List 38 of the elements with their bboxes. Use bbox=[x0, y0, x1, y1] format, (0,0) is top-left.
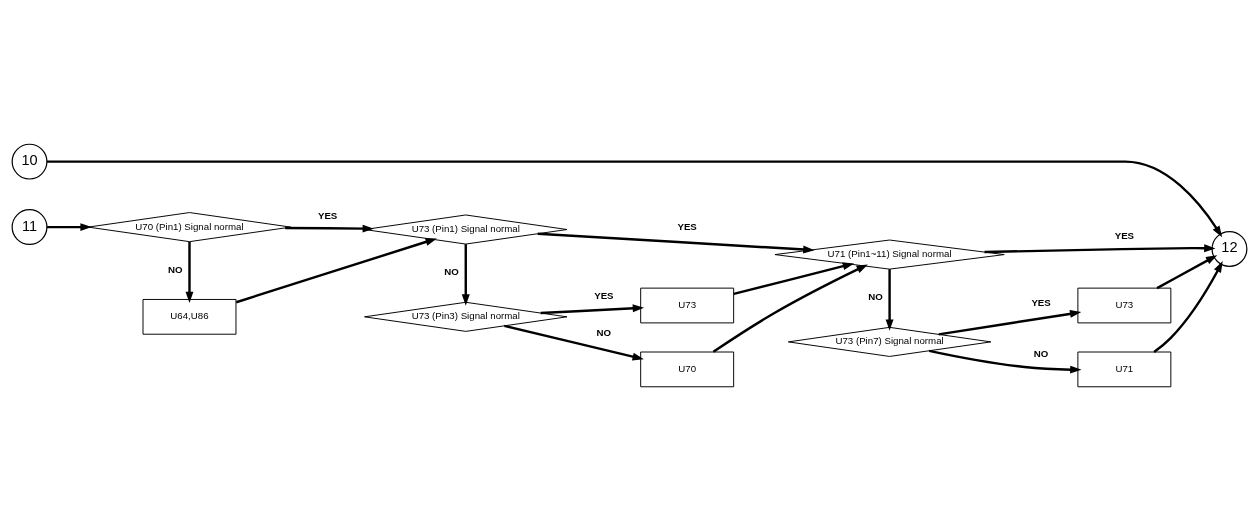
arrow bbox=[235, 238, 437, 304]
edge-label: YES bbox=[1031, 297, 1051, 309]
edge-label: NO bbox=[1033, 348, 1049, 360]
arrow bbox=[928, 349, 1082, 374]
node-box: U64,U86 bbox=[142, 298, 237, 335]
arrow bbox=[185, 241, 194, 303]
arrow bbox=[984, 244, 1216, 254]
edge-label: NO bbox=[444, 266, 459, 278]
arrow bbox=[537, 232, 815, 254]
arrow bbox=[540, 304, 645, 315]
node-box: U70 bbox=[640, 351, 735, 388]
arrow bbox=[938, 309, 1082, 336]
edge-label: YES bbox=[1114, 230, 1135, 242]
node-diamond: U73 (Pin3) Signal normal bbox=[364, 301, 568, 332]
edge-label: NO bbox=[168, 263, 183, 275]
edge-label: NO bbox=[868, 291, 883, 303]
arrow bbox=[885, 269, 894, 331]
node-diamond: U70 (Pin1) Signal normal bbox=[87, 212, 292, 243]
node-circle: 12 bbox=[1211, 230, 1248, 267]
arrow bbox=[47, 160, 1223, 238]
node-box: U73 bbox=[640, 287, 735, 324]
arrow bbox=[285, 224, 374, 233]
edge-label: YES bbox=[317, 210, 338, 222]
arrow bbox=[1156, 255, 1218, 290]
arrow bbox=[504, 324, 644, 361]
edge-label: NO bbox=[596, 327, 612, 339]
node-circle: 11 bbox=[11, 209, 48, 246]
node-diamond: U73 (Pin7) Signal normal bbox=[787, 326, 992, 357]
arrow bbox=[1153, 261, 1223, 353]
edge-label: YES bbox=[677, 221, 697, 233]
arrow bbox=[733, 262, 855, 296]
node-box: U71 bbox=[1077, 351, 1172, 388]
arrow bbox=[47, 223, 92, 232]
node-circle: 10 bbox=[11, 143, 48, 180]
node-box: U73 bbox=[1077, 287, 1172, 324]
arrow bbox=[712, 264, 868, 353]
arrow bbox=[461, 244, 470, 306]
edge-label: YES bbox=[594, 290, 614, 302]
